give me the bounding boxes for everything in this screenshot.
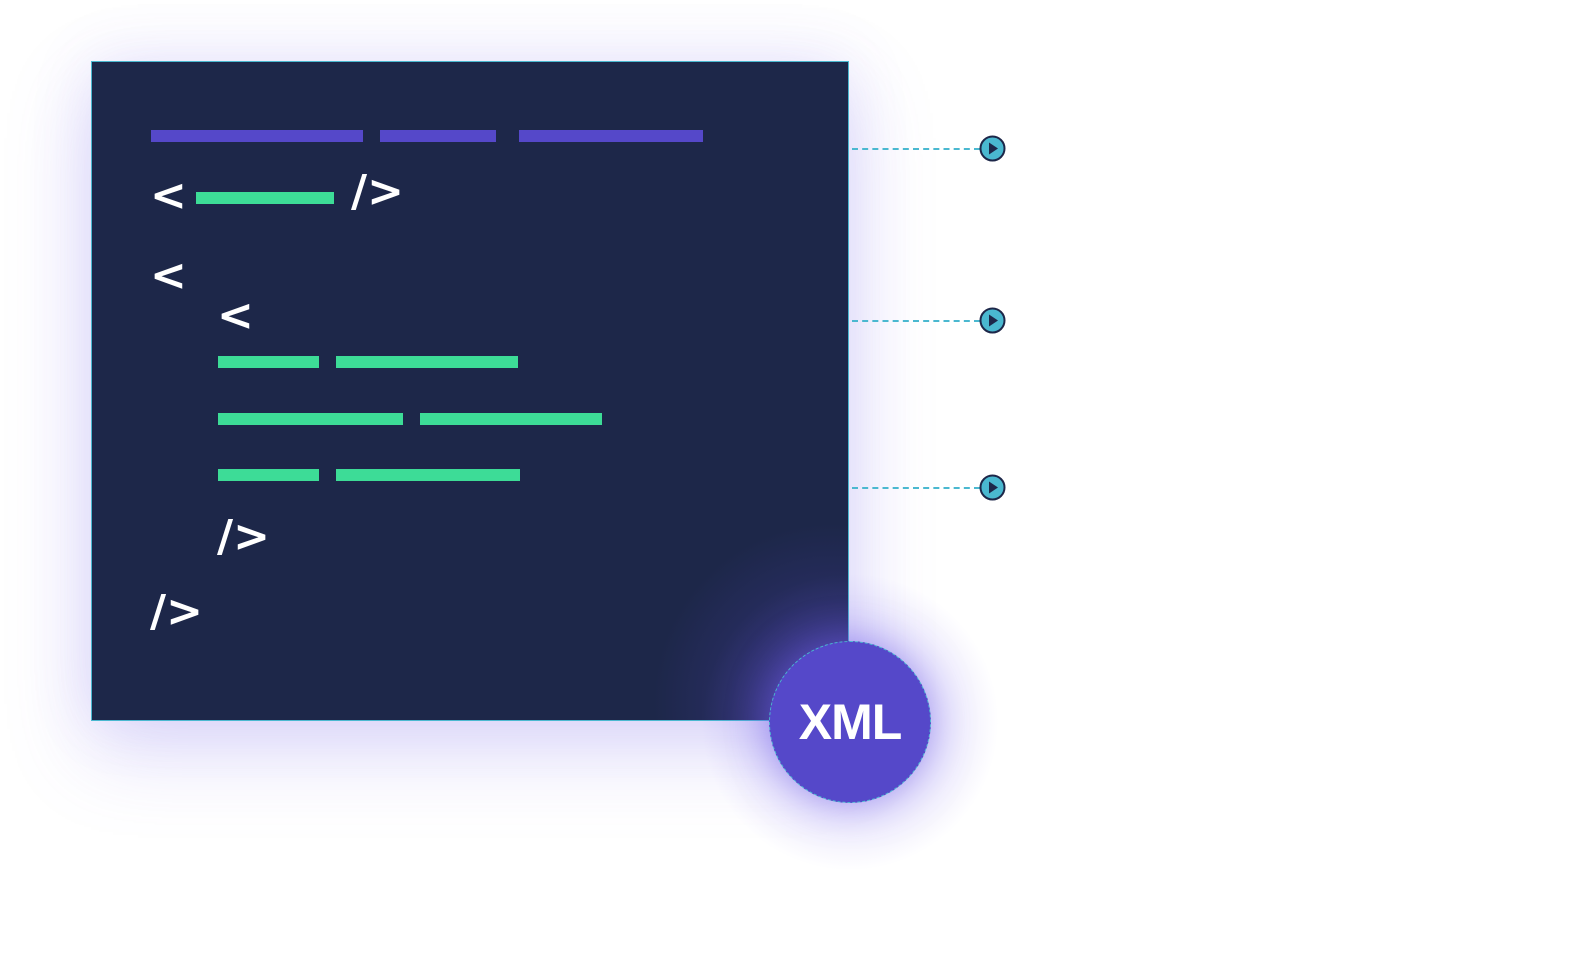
play-circle-icon: [979, 135, 1006, 162]
tag-bar-line-1: [196, 192, 334, 204]
attr-bar-row-2-b: [420, 413, 602, 425]
connector-line-2: [852, 320, 980, 322]
attr-bar-row-1-a: [218, 356, 319, 368]
open-bracket-line-1: <: [150, 170, 187, 221]
xml-badge-label: XML: [798, 694, 903, 750]
play-circle-icon: [979, 474, 1006, 501]
attr-bar-row-3-b: [336, 469, 520, 481]
attr-bar-row-2-a: [218, 413, 403, 425]
connector-line-1: [852, 148, 980, 150]
header-bar-2: [380, 130, 496, 142]
self-close-line-1: />: [351, 166, 404, 217]
header-bar-1: [151, 130, 363, 142]
open-bracket-outer: <: [150, 250, 187, 301]
open-bracket-inner: <: [217, 290, 254, 341]
self-close-outer: />: [150, 586, 203, 637]
code-panel: < /> < < /> />: [91, 61, 849, 721]
attr-bar-row-3-a: [218, 469, 319, 481]
header-bar-3: [519, 130, 703, 142]
attr-bar-row-1-b: [336, 356, 518, 368]
connector-line-3: [852, 487, 980, 489]
self-close-inner: />: [217, 511, 270, 562]
play-circle-icon: [979, 307, 1006, 334]
xml-badge: XML: [769, 641, 931, 803]
